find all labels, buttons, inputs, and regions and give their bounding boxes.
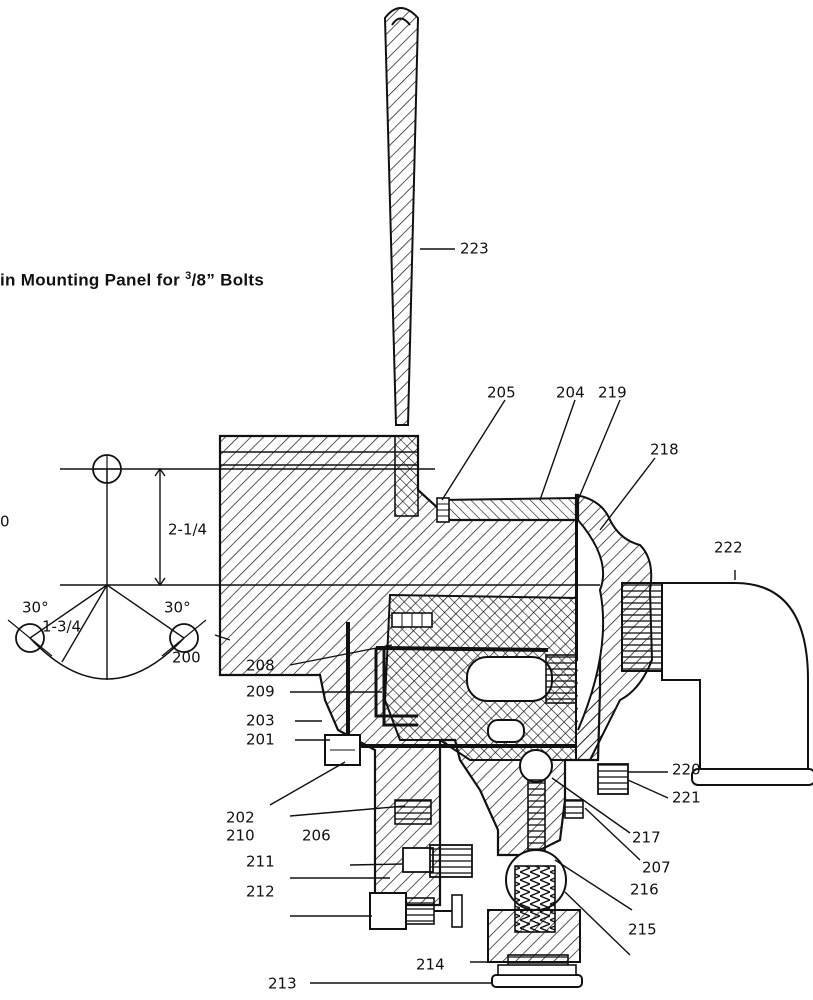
title-fraction-num: 3	[185, 270, 192, 282]
callout-220: 220	[672, 761, 701, 779]
callout-211: 211	[246, 853, 275, 871]
callout-200: 200	[172, 649, 201, 667]
callout-219: 219	[598, 384, 627, 402]
handle-lever	[383, 7, 420, 426]
title-suffix: ” Bolts	[206, 270, 265, 290]
callout-214: 214	[416, 956, 445, 974]
callout-209: 209	[246, 683, 275, 701]
dim-2-1-4: 2-1/4	[168, 521, 207, 539]
leader-lines	[214, 248, 736, 984]
dim-1-3-4: 1-3/4	[42, 618, 81, 636]
callout-221: 221	[672, 789, 701, 807]
dim-edge-fragment: 0	[0, 513, 10, 531]
dim-angle-right: 30°	[164, 599, 191, 617]
callout-217: 217	[632, 829, 661, 847]
diaphragm-cap	[575, 493, 654, 761]
callout-201: 201	[246, 731, 275, 749]
callout-218: 218	[650, 441, 679, 459]
callout-223: 223	[460, 240, 489, 258]
callout-205: 205	[487, 384, 516, 402]
callout-204: 204	[556, 384, 585, 402]
callout-210: 210	[226, 827, 255, 845]
inner-bore	[346, 593, 577, 761]
dimension-labels: 2-1/4 1-3/4 30° 30° 0	[0, 513, 207, 636]
callout-202: 202	[226, 809, 255, 827]
bolt-pattern	[7, 454, 600, 680]
callout-212: 212	[246, 883, 275, 901]
callout-206: 206	[302, 827, 331, 845]
callout-215: 215	[628, 921, 657, 939]
callout-labels: 223 205 204 219 218 222 200 208 209 203 …	[172, 240, 743, 993]
dim-angle-left: 30°	[22, 599, 49, 617]
callout-216: 216	[630, 881, 659, 899]
callout-207: 207	[642, 859, 671, 877]
title-prefix: in Mounting Panel for	[0, 270, 186, 290]
title-fraction-den: 8	[196, 270, 207, 290]
top-cover	[436, 496, 577, 523]
side-fittings	[324, 734, 629, 930]
diagram-title: in Mounting Panel for 3/8” Bolts	[0, 270, 265, 290]
callout-208: 208	[246, 657, 275, 675]
outlet-elbow	[621, 582, 813, 786]
callout-203: 203	[246, 712, 275, 730]
callout-222: 222	[714, 539, 743, 557]
ball-valve-assembly	[487, 749, 584, 988]
callout-213: 213	[268, 975, 297, 993]
